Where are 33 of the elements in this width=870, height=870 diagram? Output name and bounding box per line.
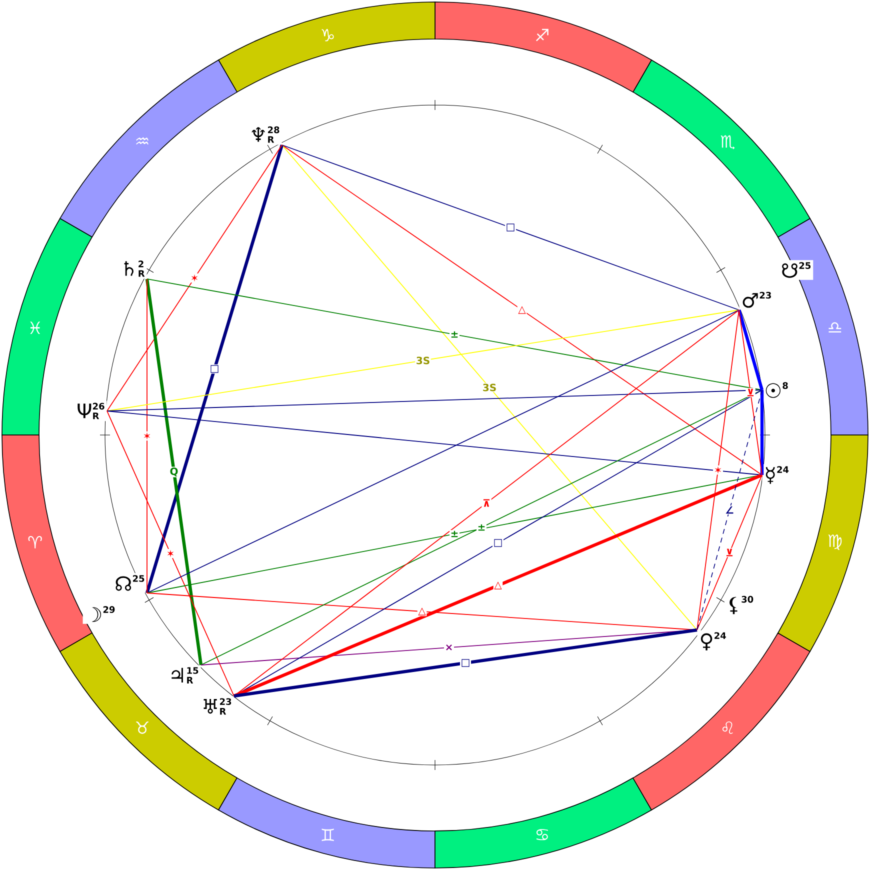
zodiac-sign: ♋ xyxy=(536,829,548,840)
aspect-line xyxy=(233,474,763,698)
aspect-line xyxy=(282,144,698,630)
aspect-line xyxy=(234,628,698,698)
planet-label: ⚸ 30 xyxy=(724,594,756,616)
zodiac-sign: ♉ xyxy=(136,721,148,734)
aspect-line xyxy=(738,310,762,476)
aspect-line xyxy=(146,278,762,390)
aspect-line xyxy=(696,474,762,630)
aspect-line xyxy=(737,310,764,390)
aspect-line xyxy=(145,144,284,594)
zodiac-sign: ♊ xyxy=(322,828,334,842)
aspect-line xyxy=(146,310,740,594)
aspect-line xyxy=(106,390,762,412)
zodiac-sign: ♑ xyxy=(322,28,334,42)
zodiac-sign: ♒ xyxy=(136,137,148,145)
aspect-line xyxy=(106,144,282,412)
zodiac-sign: ♏ xyxy=(720,135,735,150)
zodiac-sign: ♍ xyxy=(828,534,842,550)
aspect-line xyxy=(696,310,740,630)
aspect-line xyxy=(146,278,148,594)
zodiac-sign: ♐ xyxy=(536,28,548,42)
aspect-line xyxy=(760,390,764,475)
aspect-line xyxy=(145,278,203,666)
zodiac-sign: ♓ xyxy=(30,322,40,334)
aspect-line xyxy=(106,410,234,696)
zodiac-sign: ♌ xyxy=(722,721,733,734)
aspect-line xyxy=(106,310,740,412)
aspect-line xyxy=(282,144,740,310)
aspect-line xyxy=(282,144,762,476)
aspect-line xyxy=(696,390,762,630)
zodiac-sign: ♎ xyxy=(828,322,842,332)
zodiac-sign: ♈ xyxy=(28,536,42,548)
